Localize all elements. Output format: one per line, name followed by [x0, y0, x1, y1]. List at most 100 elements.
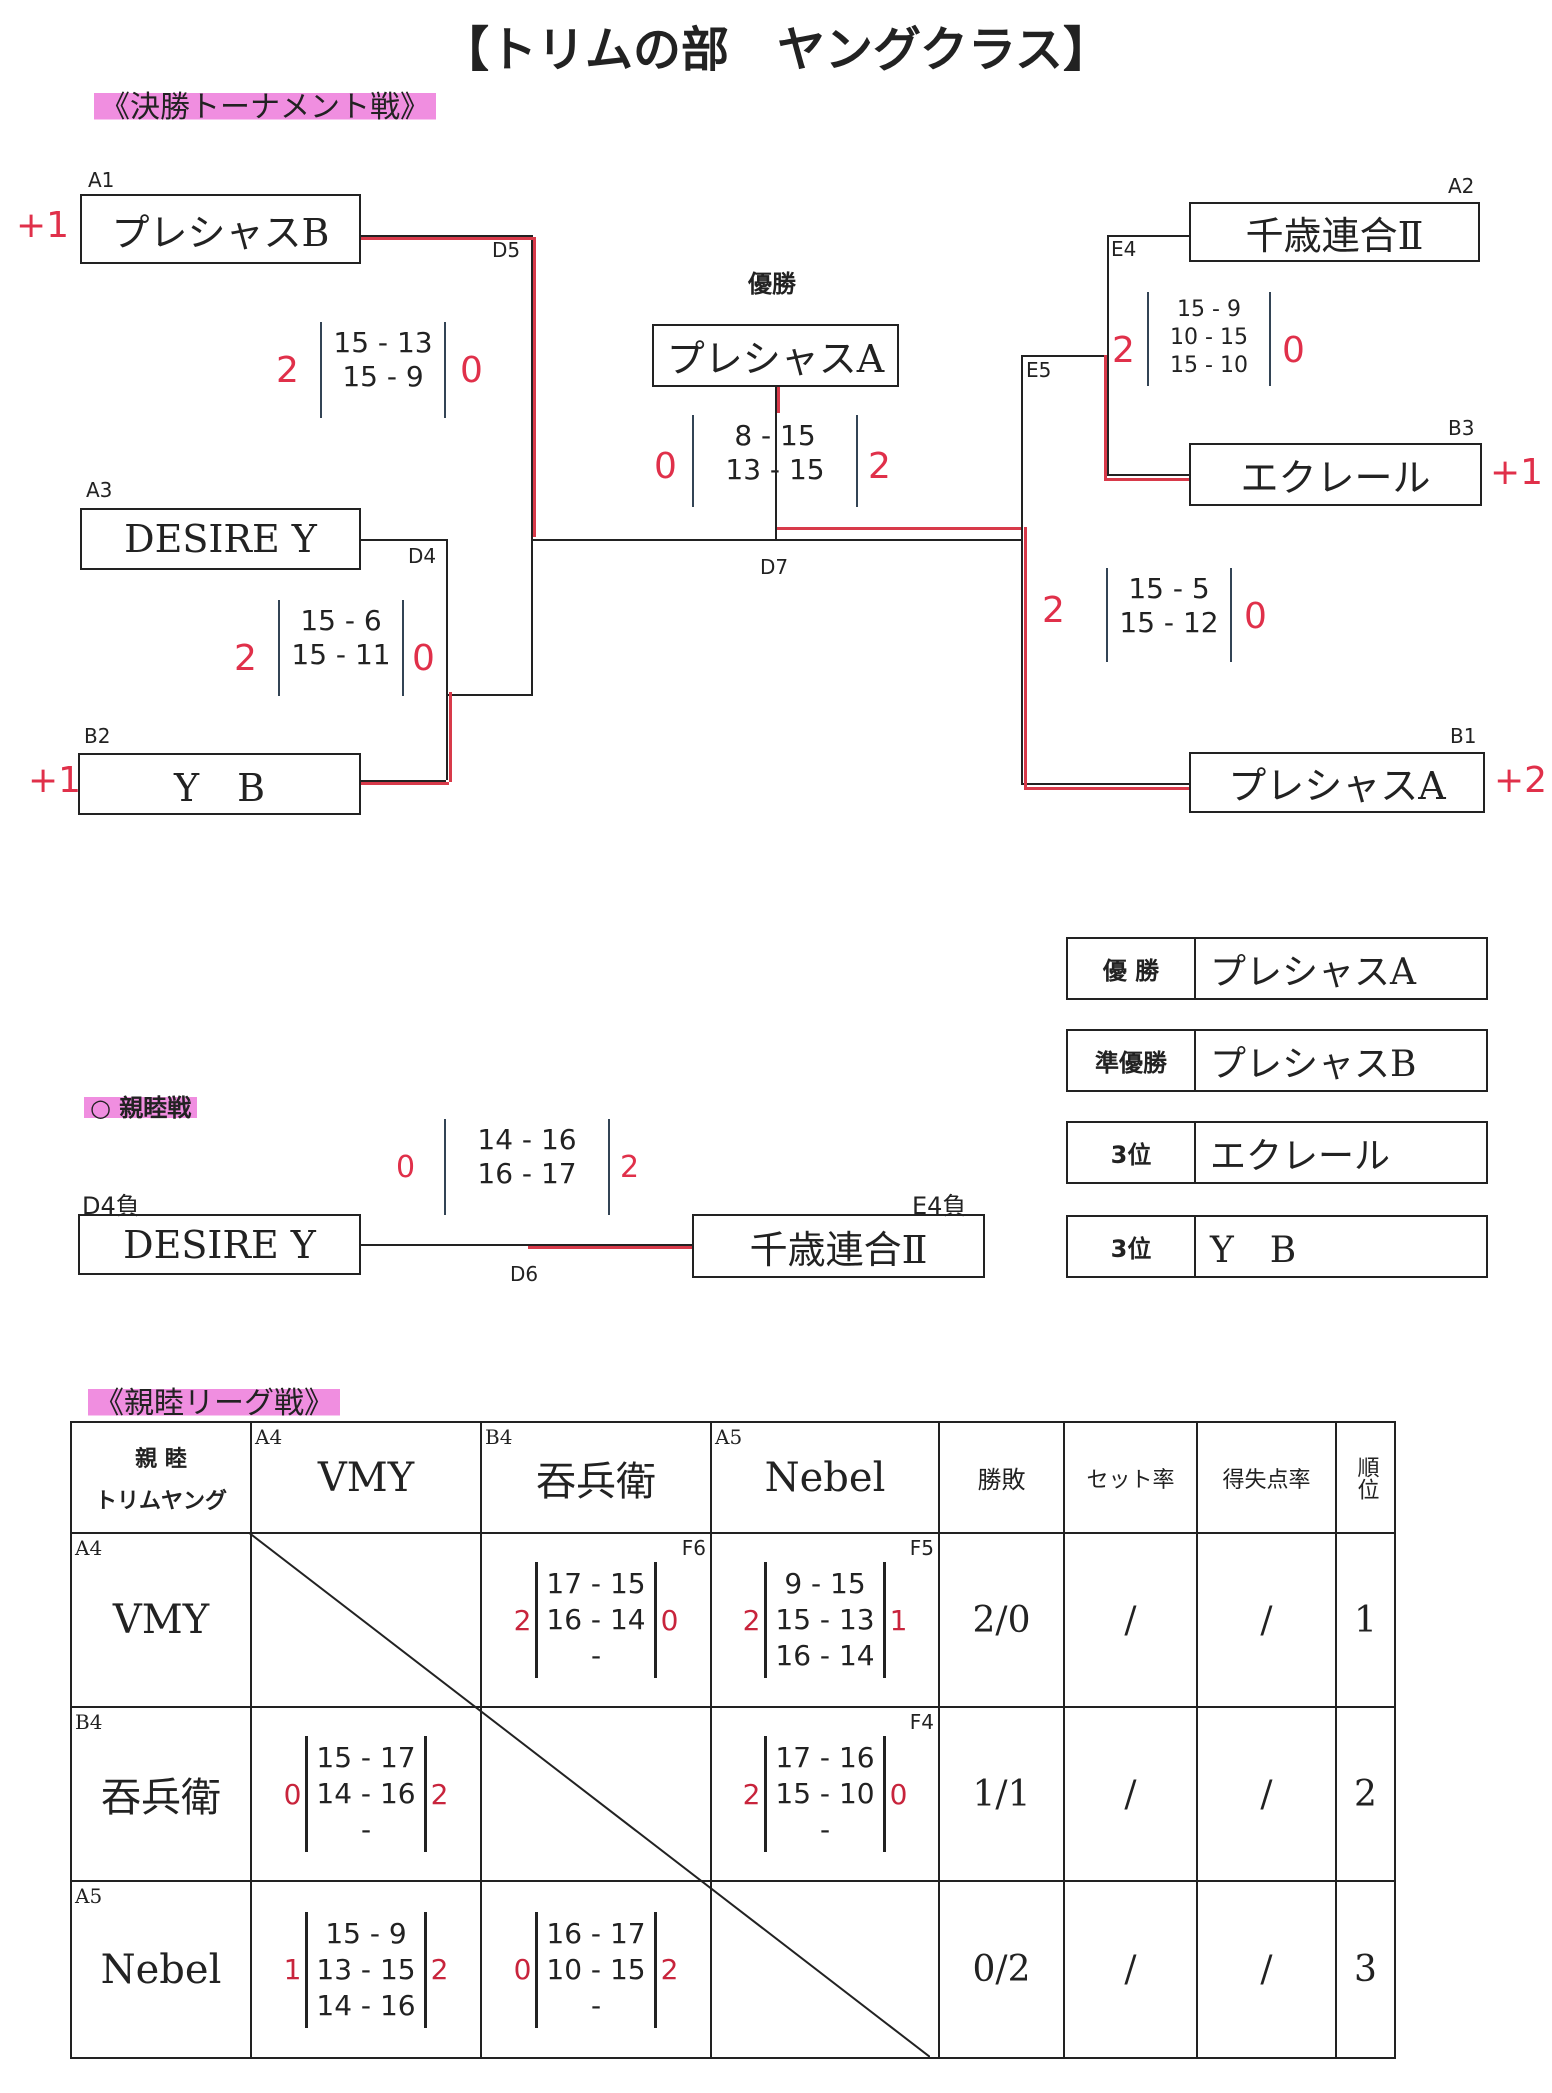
team-name: VMY [112, 1597, 210, 1643]
winner-path [1024, 787, 1189, 790]
winner-path [777, 527, 1021, 530]
result-team: エクレール [1210, 1135, 1391, 1177]
bracket-line [531, 235, 533, 696]
sets-won: 0 [654, 446, 677, 487]
sets-won: 0 [513, 1953, 532, 1986]
team-name: VMY [317, 1454, 415, 1501]
result-team: プレシャスA [1210, 951, 1416, 993]
match-id: E5 [1026, 358, 1052, 382]
sets-won: 0 [660, 1603, 679, 1637]
bracket-line [361, 539, 446, 541]
score-line: 15 - 10 [775, 1777, 875, 1810]
empty-cell [250, 1532, 482, 1708]
sets-won: 2 [742, 1603, 761, 1637]
score-line: - [590, 1639, 602, 1672]
stat-point: / [1196, 1532, 1337, 1708]
stat-rank: 2 [1335, 1706, 1396, 1882]
seed-label: B3 [1448, 416, 1475, 440]
winner-path [528, 1246, 692, 1249]
sets-won: 2 [430, 1777, 449, 1811]
sets-won: 0 [889, 1777, 908, 1811]
stat-set: / [1063, 1880, 1198, 2059]
winner-path [361, 237, 535, 240]
score-line: 15 - 6 [300, 604, 382, 637]
bracket-line [1107, 235, 1189, 237]
score-line: - [590, 1988, 602, 2022]
bracket-line [361, 1244, 692, 1246]
winner-path [533, 237, 536, 537]
team-box: プレシャスB [80, 194, 361, 264]
bracket-line [1107, 474, 1189, 476]
team-box: エクレール [1189, 443, 1482, 506]
team-box: 千歳連合Ⅱ [1189, 202, 1480, 262]
bracket-line [361, 780, 446, 782]
sets-won: 2 [513, 1603, 532, 1637]
match-id: D6 [510, 1262, 539, 1286]
sets-won: 2 [742, 1777, 761, 1811]
winner-path [361, 782, 449, 785]
empty-cell [480, 1706, 712, 1882]
match-id: D7 [760, 555, 789, 579]
seed-label: B2 [84, 724, 111, 748]
bracket-line [531, 539, 1021, 541]
score-line: 14 - 16 [316, 1988, 416, 2022]
score-line: 9 - 15 [784, 1567, 866, 1600]
league-heading: 《親睦リーグ戦》 [88, 1378, 340, 1422]
stat-header: 順位 [1335, 1421, 1396, 1534]
result-row: 3位エクレール [1066, 1121, 1488, 1184]
stat-header: 勝敗 [938, 1421, 1065, 1534]
sets-won: 0 [460, 350, 483, 391]
stat-point: / [1196, 1880, 1337, 2059]
team-name: Nebel [100, 1946, 222, 1993]
result-rank: 準優勝 [1068, 1031, 1196, 1090]
seed-label: B4 [485, 1425, 513, 1449]
score-line: 15 - 9 [1177, 297, 1241, 322]
stat-point: / [1196, 1706, 1337, 1882]
match-id: F6 [681, 1536, 706, 1560]
sets-won: 1 [283, 1953, 302, 1986]
score-line: 10 - 15 [546, 1952, 646, 1986]
stat-set: / [1063, 1706, 1198, 1882]
bonus-points: +1 [28, 760, 82, 801]
score-line: 15 - 9 [342, 360, 424, 393]
score-line: 17 - 16 [775, 1741, 875, 1774]
score-line: 16 - 17 [546, 1916, 646, 1950]
score-line: 8 - 15 [734, 419, 816, 452]
match-id: F5 [909, 1536, 934, 1560]
seed-label: A3 [86, 478, 113, 502]
sets-won: 2 [868, 446, 891, 487]
score-line: 15 - 13 [333, 326, 433, 359]
score-line: 15 - 13 [775, 1603, 875, 1636]
result-row: 準優勝プレシャスB [1066, 1029, 1488, 1092]
score-line: 15 - 10 [1170, 353, 1248, 378]
sets-won: 2 [1112, 330, 1135, 371]
result-team: Y B [1210, 1229, 1297, 1271]
result-rank: 3位 [1068, 1217, 1196, 1276]
bracket-line [446, 694, 532, 696]
empty-cell [710, 1880, 940, 2059]
team-name: Nebel [764, 1454, 886, 1501]
stat-winloss: 2/0 [938, 1532, 1065, 1708]
seed-label: B4 [75, 1710, 103, 1734]
sets-won: 0 [283, 1777, 302, 1811]
stat-header: 得失点率 [1196, 1421, 1337, 1534]
sets-won: 2 [276, 350, 299, 391]
bracket-line [446, 539, 448, 780]
result-team: プレシャスB [1210, 1043, 1417, 1085]
bracket-line [775, 387, 777, 539]
winner-path [449, 692, 452, 782]
